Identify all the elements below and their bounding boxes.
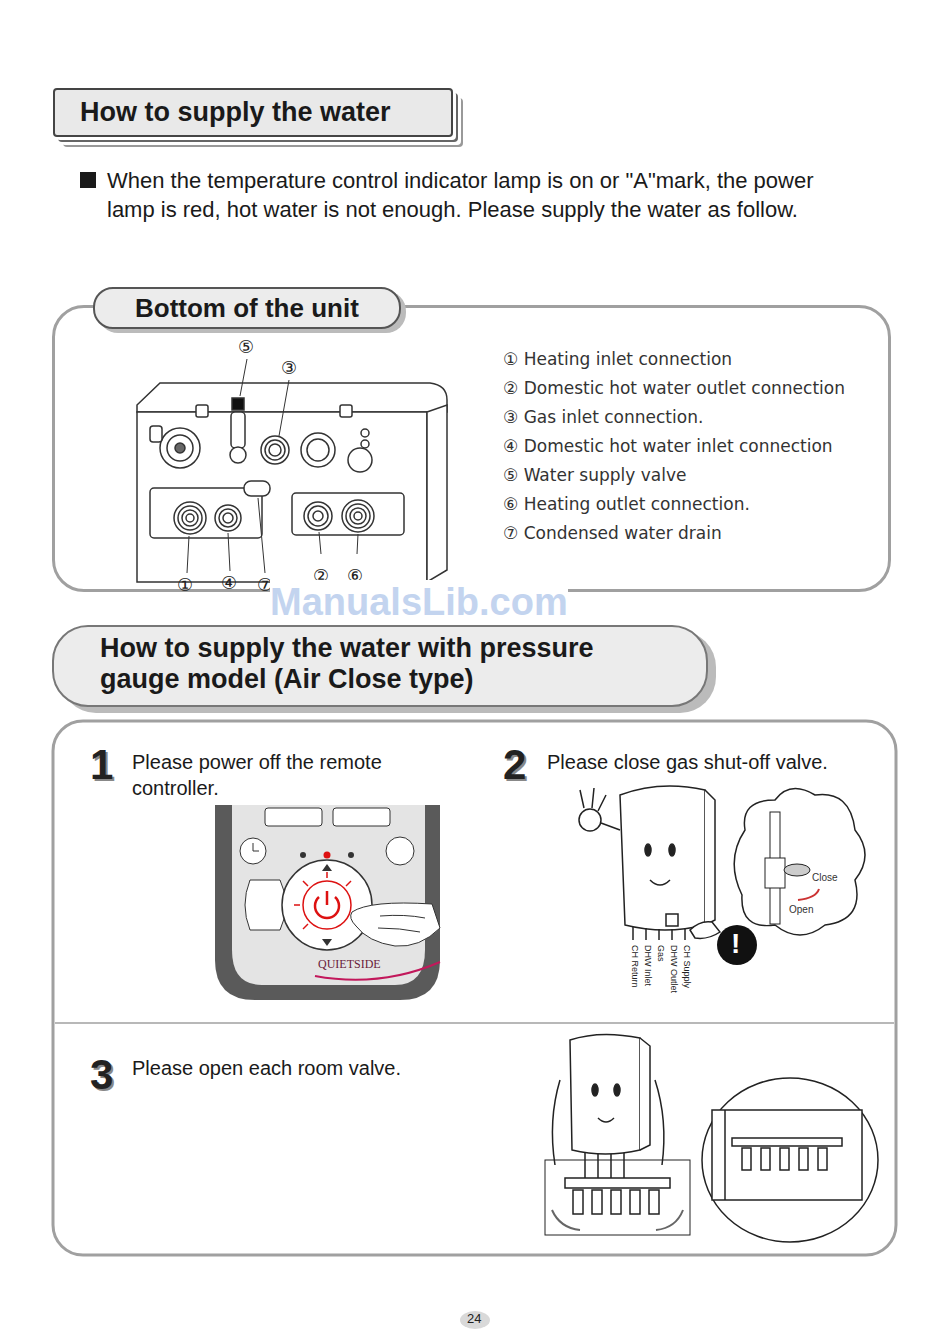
pipe-label: CH Supply <box>682 945 692 988</box>
leader-lines <box>187 359 358 573</box>
step-text: Please open each room valve. <box>132 1055 401 1081</box>
warning-icon: ! <box>731 928 740 960</box>
boiler-character <box>579 786 715 930</box>
intro-note: When the temperature control indicator l… <box>107 166 847 224</box>
part-list-item: ④ Domestic hot water inlet connection <box>503 435 833 457</box>
callout-number: ④ <box>221 573 237 593</box>
pipe-label: DHW Outlet <box>669 945 679 993</box>
page-title: How to supply the water <box>53 88 453 137</box>
brand-logo: QUIETSIDE <box>318 957 381 971</box>
part-list-item: ⑥ Heating outlet connection. <box>503 493 750 515</box>
step-text: Please close gas shut-off valve. <box>547 749 828 775</box>
node-text: Bottom of the unit <box>93 287 401 329</box>
page-number-badge <box>460 1311 490 1329</box>
step-number: 1 <box>90 742 113 788</box>
remote-controller-drawing <box>215 805 440 1000</box>
valve-label: Close <box>812 872 838 884</box>
step-number: 3 <box>90 1052 113 1098</box>
callout-number: ③ <box>281 358 297 378</box>
panel-divider <box>55 1022 894 1024</box>
part-list-item: ② Domestic hot water outlet connection <box>503 377 845 399</box>
pipe-label: DHW Inlet <box>643 945 653 986</box>
unit-bottom-drawing <box>137 383 447 582</box>
watermark: ManualsLib.com <box>270 580 568 624</box>
valve-label: Open <box>789 904 813 916</box>
section-heading-tab: How to supply the water with pressure ga… <box>52 625 708 707</box>
callout-number: ⑤ <box>238 337 254 357</box>
pipe-label: CH Return <box>630 945 640 988</box>
part-list-item: ③ Gas inlet connection. <box>503 406 703 428</box>
step-text: Please power off the remote controller. <box>132 749 422 801</box>
part-list-item: ⑦ Condensed water drain <box>503 522 722 544</box>
boiler-manifold-drawing <box>545 1034 878 1242</box>
part-list-item: ⑤ Water supply valve <box>503 464 686 486</box>
part-list-item: ① Heating inlet connection <box>503 348 732 370</box>
callout-number: ① <box>177 575 193 595</box>
pipe-label: Gas <box>656 945 666 962</box>
step-number: 2 <box>503 742 526 788</box>
bullet-square <box>80 172 96 188</box>
page-number: 24 <box>467 1311 481 1327</box>
steps-panel <box>53 721 896 1255</box>
pipes <box>633 914 720 940</box>
node-text: How to supply the water with pressure ga… <box>100 627 675 695</box>
valve-zoom-cloud <box>717 789 865 965</box>
